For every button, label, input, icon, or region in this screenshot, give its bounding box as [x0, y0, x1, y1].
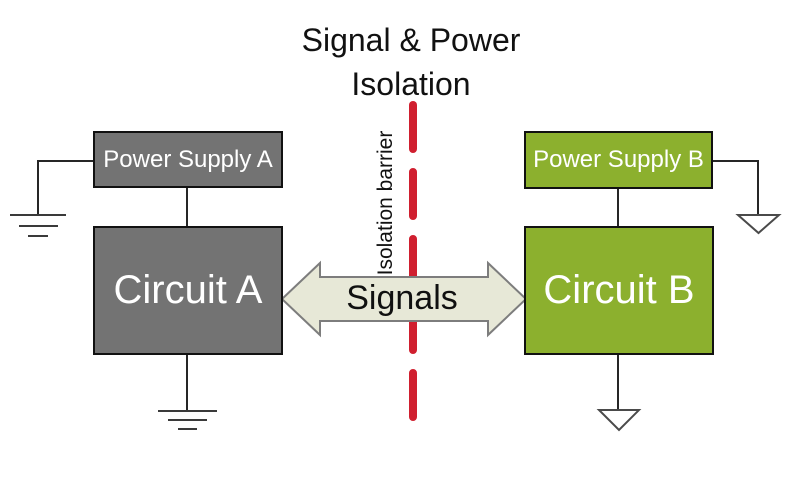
earth-ground-icon-bottom-left	[158, 410, 217, 430]
power-supply-b-label: Power Supply B	[533, 146, 704, 173]
wire-psa-to-left-ground	[37, 160, 93, 215]
signals-label: Signals	[346, 279, 458, 317]
power-supply-a-label: Power Supply A	[103, 145, 273, 173]
diagram-title-line1: Signal & Power	[301, 22, 521, 58]
isolation-barrier-label: Isolation barrier	[374, 130, 397, 276]
diagram-title: Signal & Power Isolation	[240, 18, 582, 106]
circuit-a-label: Circuit A	[113, 268, 263, 312]
circuit-a-box: Circuit A	[93, 226, 283, 355]
diagram-title-line2: Isolation	[351, 66, 471, 102]
power-supply-a-box: Power Supply A	[93, 131, 283, 188]
triangle-ground-icon-right	[735, 214, 782, 235]
triangle-ground-icon-bottom-right	[596, 409, 642, 432]
earth-ground-icon-left	[10, 214, 66, 237]
wire-psb-to-right-ground	[713, 160, 759, 214]
circuit-b-box: Circuit B	[524, 226, 714, 355]
circuit-b-label: Circuit B	[543, 268, 695, 312]
wires	[37, 160, 759, 411]
power-supply-b-box: Power Supply B	[524, 131, 713, 189]
